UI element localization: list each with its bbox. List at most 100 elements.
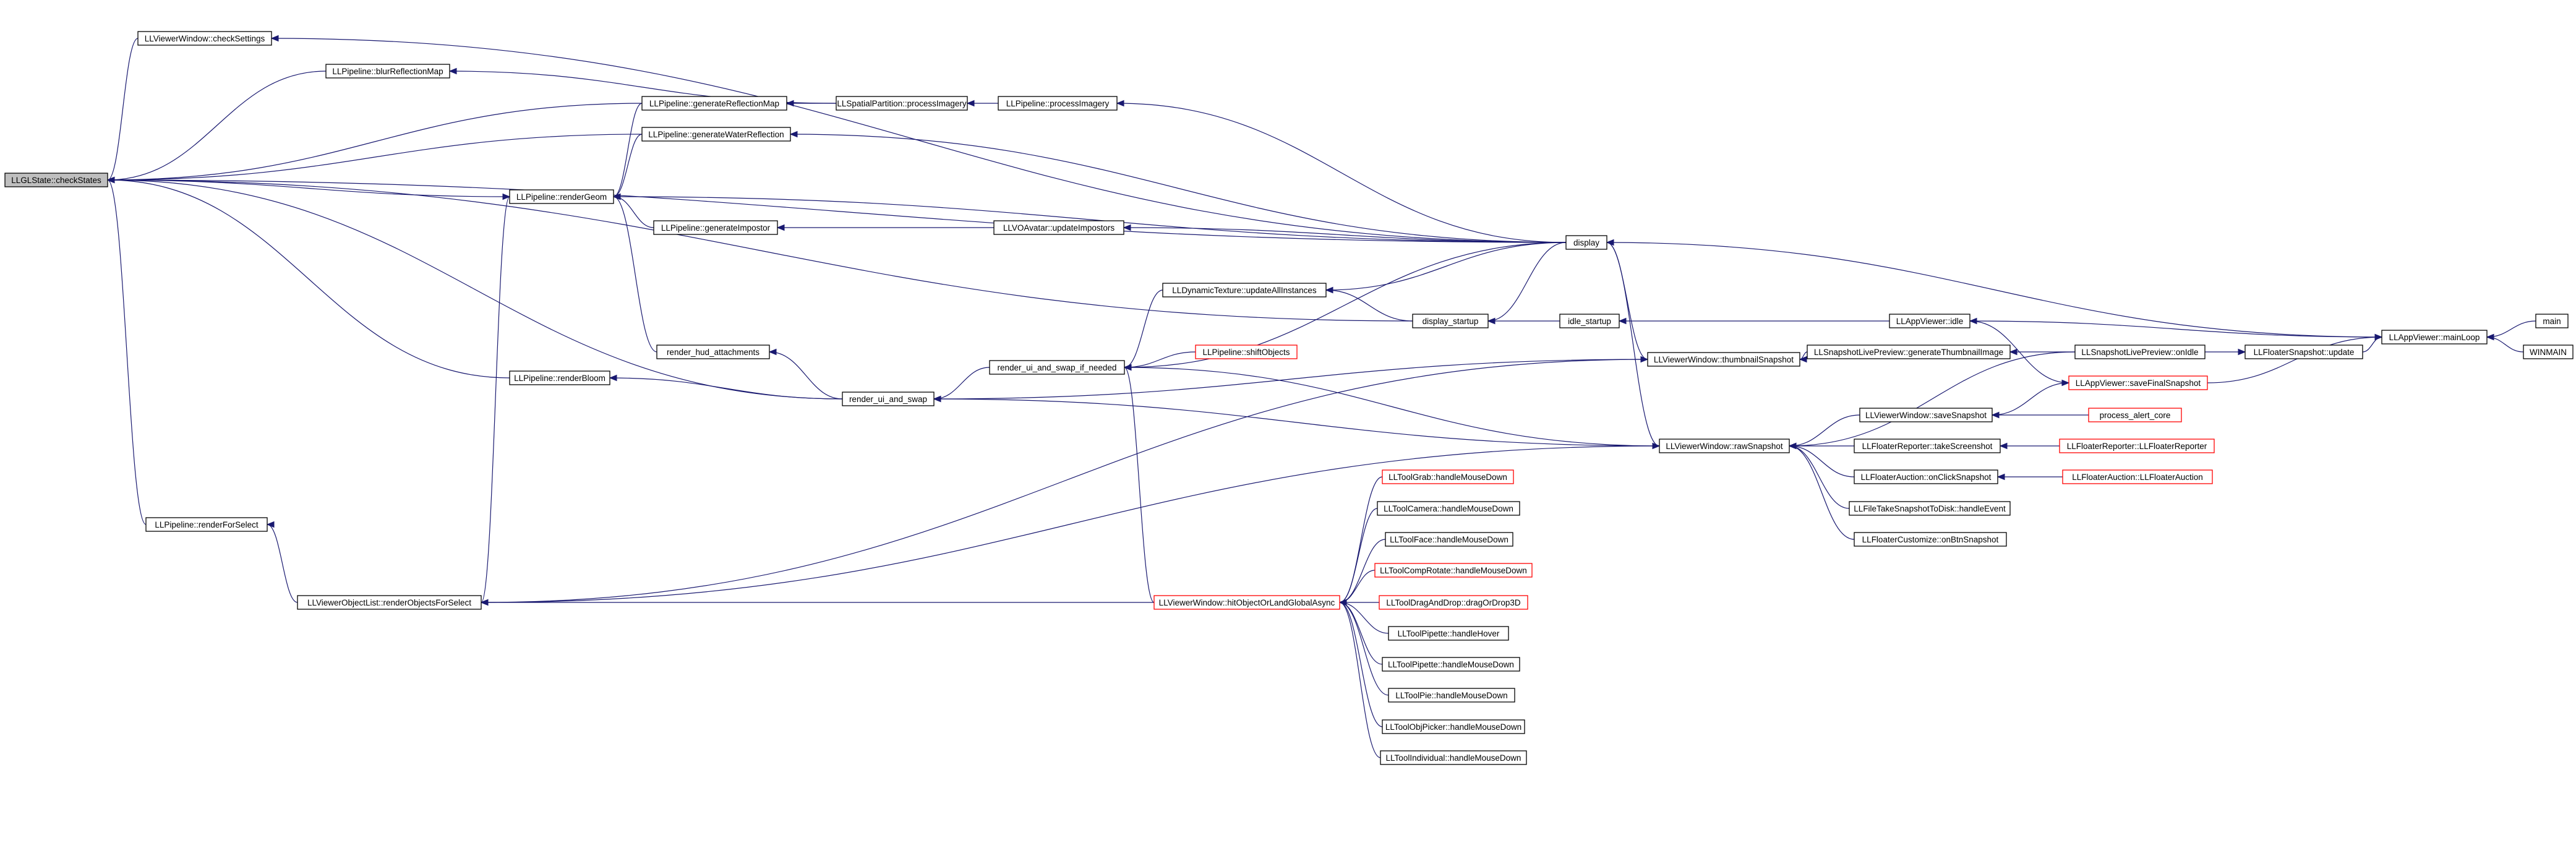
edge-main-loop-to-app-idle: [1969, 320, 2382, 338]
node-blur-reflection-map[interactable]: LLPipeline::blurReflectionMap: [325, 64, 450, 79]
node-box: [1854, 439, 2001, 453]
node-render-ui-swap-if-needed[interactable]: render_ui_and_swap_if_needed: [989, 360, 1125, 375]
node-label: render_hud_attachments: [667, 348, 760, 357]
edge-on-click-snapshot-to-raw-snapshot: [1789, 445, 1855, 477]
node-floater-update[interactable]: LLFloaterSnapshot::update: [2244, 345, 2363, 359]
node-hit-object[interactable]: LLViewerWindow::hitObjectOrLandGlobalAsy…: [1153, 595, 1340, 610]
node-box: [1388, 688, 1515, 703]
node-label: LLToolPie::handleMouseDown: [1395, 691, 1507, 700]
edge-save-snapshot-to-raw-snapshot: [1789, 414, 1860, 447]
node-label: LLViewerWindow::checkSettings: [145, 34, 265, 43]
node-label: LLToolIndividual::handleMouseDown: [1386, 753, 1521, 763]
arrowhead-check-settings: [270, 35, 279, 42]
node-update-all-instances[interactable]: LLDynamicTexture::updateAllInstances: [1162, 283, 1327, 297]
node-box: [641, 127, 791, 142]
edge-render-ui-swap-to-check-states: [107, 179, 843, 400]
node-update-impostors[interactable]: LLVOAvatar::updateImpostors: [993, 220, 1124, 235]
node-label: LLViewerObjectList::renderObjectsForSele…: [307, 598, 471, 607]
node-tool-comp-rotate[interactable]: LLToolCompRotate::handleMouseDown: [1374, 563, 1533, 578]
node-floater-auction[interactable]: LLFloaterAuction::LLFloaterAuction: [2062, 469, 2213, 484]
node-render-for-select[interactable]: LLPipeline::renderForSelect: [145, 517, 268, 532]
node-thumbnail-snapshot[interactable]: LLViewerWindow::thumbnailSnapshot: [1647, 352, 1800, 367]
node-box: [1382, 657, 1520, 672]
node-display-startup[interactable]: display_startup: [1412, 314, 1489, 328]
node-generate-water-reflection[interactable]: LLPipeline::generateWaterReflection: [641, 127, 791, 142]
node-on-btn-snapshot[interactable]: LLFloaterCustomize::onBtnSnapshot: [1854, 532, 2007, 547]
edge-generate-water-reflection-to-check-states: [107, 134, 643, 181]
node-pipe-process-imagery[interactable]: LLPipeline::processImagery: [998, 96, 1118, 111]
node-display[interactable]: display: [1565, 235, 1607, 250]
edge-on-btn-snapshot-to-raw-snapshot: [1789, 445, 1855, 540]
node-box: [1377, 501, 1520, 516]
edge-tool-camera-to-hit-object: [1339, 508, 1378, 603]
edge-generate-impostor-to-render-geom: [613, 196, 654, 228]
node-box: [2074, 345, 2206, 359]
node-render-bloom[interactable]: LLPipeline::renderBloom: [509, 370, 610, 385]
arrowhead-main-loop: [2374, 333, 2383, 341]
arrowhead-thumbnail-snapshot: [1799, 356, 1807, 363]
node-shift-objects[interactable]: LLPipeline::shiftObjects: [1195, 345, 1298, 359]
node-winmain[interactable]: WINMAIN: [2523, 345, 2574, 359]
node-tool-pipette-hover[interactable]: LLToolPipette::handleHover: [1388, 626, 1509, 641]
node-process-alert-core[interactable]: process_alert_core: [2088, 408, 2182, 422]
node-box: [2088, 408, 2182, 422]
node-idle-startup[interactable]: idle_startup: [1559, 314, 1620, 328]
node-on-click-snapshot[interactable]: LLFloaterAuction::onClickSnapshot: [1854, 469, 1998, 484]
node-file-take-snapshot[interactable]: LLFileTakeSnapshotToDisk::handleEvent: [1849, 501, 2011, 516]
edge-render-for-select-to-check-states: [107, 179, 147, 525]
node-box: [842, 392, 935, 406]
node-box: [2068, 375, 2208, 390]
node-tool-drag-drop[interactable]: LLToolDragAndDrop::dragOrDrop3D: [1379, 595, 1528, 610]
edge-main-to-main-loop: [2486, 320, 2536, 338]
node-tool-pipette-down[interactable]: LLToolPipette::handleMouseDown: [1382, 657, 1520, 672]
node-tool-face[interactable]: LLToolFace::handleMouseDown: [1385, 532, 1513, 547]
node-tool-camera[interactable]: LLToolCamera::handleMouseDown: [1377, 501, 1520, 516]
node-check-states[interactable]: LLGLState::checkStates: [4, 173, 108, 187]
node-gen-thumb[interactable]: LLSnapshotLivePreview::generateThumbnail…: [1807, 345, 2011, 359]
node-box: [989, 360, 1125, 375]
node-on-idle[interactable]: LLSnapshotLivePreview::onIdle: [2074, 345, 2206, 359]
node-tool-obj-picker[interactable]: LLToolObjPicker::handleMouseDown: [1382, 719, 1525, 734]
node-raw-snapshot[interactable]: LLViewerWindow::rawSnapshot: [1659, 439, 1790, 453]
edge-floater-update-to-main-loop: [2362, 336, 2382, 353]
edge-generate-water-reflection-to-render-geom: [613, 134, 643, 197]
node-label: LLFloaterReporter::LLFloaterReporter: [2067, 442, 2207, 451]
node-box: [1559, 314, 1620, 328]
node-tool-individual[interactable]: LLToolIndividual::handleMouseDown: [1380, 750, 1527, 765]
node-label: display_startup: [1423, 317, 1479, 326]
node-label: LLAppViewer::mainLoop: [2389, 333, 2480, 342]
edge-raw-snapshot-to-render-ui-swap: [933, 398, 1660, 447]
node-generate-impostor[interactable]: LLPipeline::generateImpostor: [653, 220, 778, 235]
edge-display-startup-to-check-states: [107, 179, 1413, 322]
node-render-geom[interactable]: LLPipeline::renderGeom: [509, 189, 614, 204]
node-render-ui-swap[interactable]: render_ui_and_swap: [842, 392, 935, 406]
node-tool-pie[interactable]: LLToolPie::handleMouseDown: [1388, 688, 1515, 703]
node-render-objects-for-select[interactable]: LLViewerObjectList::renderObjectsForSele…: [297, 595, 482, 610]
arrowhead-raw-snapshot: [1788, 442, 1797, 450]
node-take-screenshot[interactable]: LLFloaterReporter::takeScreenshot: [1854, 439, 2001, 453]
node-app-idle[interactable]: LLAppViewer::idle: [1889, 314, 1971, 328]
edge-blur-reflection-map-to-check-states: [107, 71, 327, 181]
node-save-final-snapshot[interactable]: LLAppViewer::saveFinalSnapshot: [2068, 375, 2208, 390]
edge-display-to-display-startup: [1487, 242, 1567, 322]
node-check-settings[interactable]: LLViewerWindow::checkSettings: [137, 31, 272, 46]
node-label: LLPipeline::renderBloom: [514, 374, 605, 383]
node-floater-reporter[interactable]: LLFloaterReporter::LLFloaterReporter: [2059, 439, 2215, 453]
node-main-loop[interactable]: LLAppViewer::mainLoop: [2381, 330, 2488, 345]
edge-hit-object-to-render-ui-swap-if-needed: [1124, 367, 1155, 603]
node-tool-grab[interactable]: LLToolGrab::handleMouseDown: [1382, 469, 1514, 484]
node-process-imagery[interactable]: LLSpatialPartition::processImagery: [836, 96, 968, 111]
node-label: LLFloaterAuction::onClickSnapshot: [1861, 473, 1992, 482]
node-render-hud[interactable]: render_hud_attachments: [656, 345, 770, 359]
node-main[interactable]: main: [2535, 314, 2569, 328]
node-generate-reflection-map[interactable]: LLPipeline::generateReflectionMap: [641, 96, 787, 111]
arrowhead-save-snapshot: [1991, 411, 2000, 419]
node-label: LLViewerWindow::saveSnapshot: [1865, 411, 1987, 420]
node-box: [1889, 314, 1971, 328]
edge-display-to-raw-snapshot: [1606, 242, 1660, 447]
node-box: [1647, 352, 1800, 367]
arrowhead-render-ui-swap: [933, 395, 941, 403]
arrowhead-render-for-select: [266, 521, 275, 528]
node-save-snapshot[interactable]: LLViewerWindow::saveSnapshot: [1859, 408, 1993, 422]
